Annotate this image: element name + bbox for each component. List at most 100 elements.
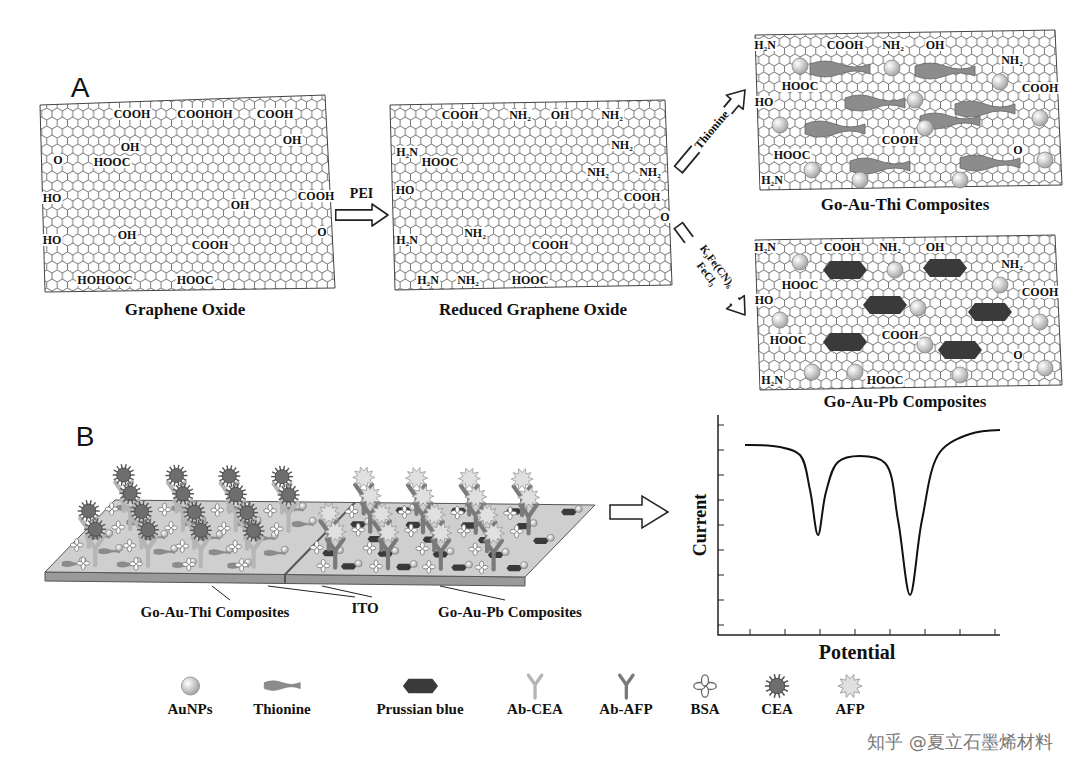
- bsa-molecule: [416, 542, 429, 555]
- gold-nanoparticle: [575, 506, 582, 513]
- cea-antigen: [137, 519, 159, 540]
- bsa-molecule: [510, 525, 523, 538]
- prussian-blue-block: [507, 565, 522, 571]
- leader-line: [322, 586, 372, 597]
- process-arrow: [610, 496, 668, 528]
- afp-antigen: [353, 467, 375, 488]
- functional-group: OH: [550, 109, 571, 121]
- bsa-molecule: [352, 523, 365, 536]
- bsa-lobe: [240, 559, 244, 565]
- afp-antigen: [511, 469, 533, 490]
- sheet-caption: Graphene Oxide: [125, 300, 245, 320]
- legend-icon: [683, 672, 727, 700]
- functional-group: O: [316, 226, 327, 238]
- functional-group: OH: [925, 241, 946, 253]
- leader-line: [268, 586, 355, 597]
- afp-antigen: [458, 468, 480, 489]
- cea-antigen: [183, 501, 205, 522]
- antibody: [432, 540, 449, 569]
- functional-group: OH: [925, 39, 946, 51]
- antigen-core: [135, 505, 149, 519]
- legend-text: Ab-CEA: [507, 700, 563, 718]
- bsa-molecule: [217, 522, 230, 535]
- cea-antigen: [172, 483, 194, 504]
- bsa-lobe: [128, 539, 132, 545]
- prussian-composite-decor: [772, 254, 1053, 383]
- thionine-ribbon: [955, 101, 1015, 117]
- thionine-ribbon: [228, 563, 249, 569]
- legend-icon: [168, 672, 212, 700]
- functional-group: HO: [395, 184, 416, 196]
- legend-icon: [513, 672, 557, 700]
- cea-antigen: [131, 501, 153, 522]
- bsa-molecule: [694, 675, 716, 697]
- functional-group: NH₂: [638, 166, 662, 178]
- afp-antigen: [423, 504, 445, 525]
- antibody: [528, 675, 541, 698]
- antibody: [245, 538, 262, 567]
- part-label: Go-Au-Pb Composites: [438, 605, 582, 620]
- functional-group: COOH: [881, 134, 920, 146]
- gold-nanoparticle: [992, 74, 1008, 90]
- functional-group: HOOC: [511, 274, 550, 286]
- functional-group: COOH: [441, 109, 480, 121]
- bsa-molecule: [229, 540, 242, 553]
- prussian-blue-block: [923, 259, 967, 277]
- bsa-lobe: [233, 540, 237, 546]
- functional-group: COOH: [1021, 82, 1060, 94]
- functional-group: HOOC: [866, 374, 905, 386]
- bsa-lobe: [321, 559, 325, 565]
- antibody: [380, 540, 397, 569]
- bsa-lobe: [508, 507, 512, 513]
- functional-group: HOOC: [421, 156, 460, 168]
- functional-group: NH₂: [610, 139, 634, 151]
- axis-tick: [750, 629, 751, 635]
- thionine-ribbon: [915, 63, 975, 79]
- functional-group: HOOC: [769, 334, 808, 346]
- graphene-sheet: [755, 30, 1062, 190]
- arrow-hollow: [337, 211, 376, 220]
- bsa-lobe: [374, 560, 378, 566]
- bsa-molecule: [398, 506, 411, 519]
- bsa-lobe: [368, 542, 372, 548]
- thionine-ribbon: [960, 155, 1020, 171]
- legend-icon: [260, 672, 304, 700]
- functional-group: OH: [117, 229, 138, 241]
- functional-group: COOH: [826, 39, 865, 51]
- antigen-core: [247, 524, 261, 538]
- bsa-molecule: [130, 557, 143, 570]
- legend-text: BSA: [690, 700, 719, 718]
- bsa-molecule: [317, 559, 330, 572]
- graphene-sheet: [755, 235, 1062, 390]
- cea-antigen: [218, 465, 240, 486]
- antigen-core: [88, 522, 102, 536]
- axis-tick: [718, 550, 724, 551]
- reaction-arrow: [678, 225, 745, 315]
- bsa-lobe: [187, 558, 191, 564]
- bsa-lobe: [268, 504, 272, 510]
- thionine-ribbon: [810, 61, 870, 77]
- gold-nanoparticle: [917, 337, 933, 353]
- legend-icon: [755, 672, 799, 700]
- bsa-lobe: [350, 505, 354, 511]
- functional-group: OH: [230, 199, 251, 211]
- antigen-core: [117, 468, 131, 482]
- gold-nanoparticle: [106, 530, 113, 537]
- bsa-molecule: [370, 560, 383, 573]
- bsa-molecule: [77, 557, 90, 570]
- cea-antigen: [78, 500, 100, 521]
- functional-group: COOH: [531, 239, 570, 251]
- afp-antigen: [377, 522, 399, 543]
- thionine-ribbon: [850, 158, 910, 174]
- thionine-ribbon: [62, 561, 83, 567]
- bsa-lobe: [215, 504, 219, 510]
- axis-tick: [718, 575, 724, 576]
- legend-icon: [604, 672, 648, 700]
- axis-tick: [718, 425, 724, 426]
- functional-group: HOHOOC: [76, 274, 133, 286]
- bsa-lobe: [275, 523, 279, 529]
- gold-nanoparticle: [502, 548, 509, 555]
- axis-tick: [718, 625, 724, 626]
- bsa-molecule: [105, 503, 118, 516]
- electrode-divider: [284, 575, 286, 584]
